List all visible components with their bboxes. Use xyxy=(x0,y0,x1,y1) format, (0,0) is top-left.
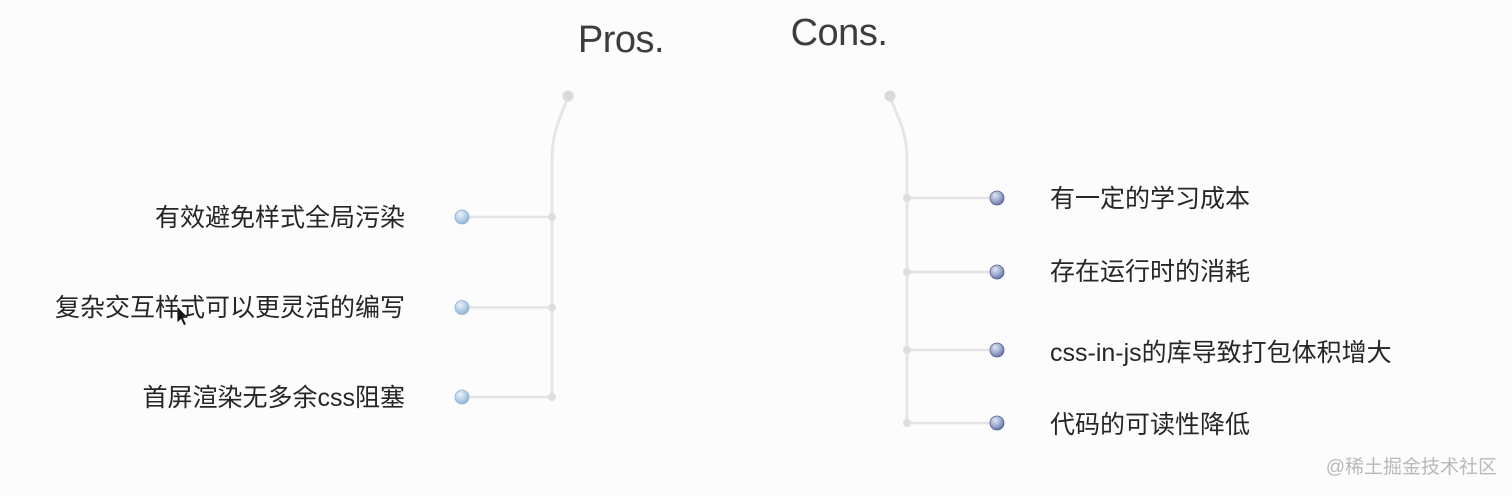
pros-stem-line xyxy=(550,95,570,399)
cons-node-dot-3 xyxy=(989,342,1005,358)
mouse-cursor-icon xyxy=(176,305,190,327)
cons-stem-line xyxy=(888,95,909,425)
pros-junction-dot-3 xyxy=(548,393,556,401)
cons-node-dot-1 xyxy=(989,190,1005,206)
watermark: @稀土掘金技术社区 xyxy=(1325,457,1497,478)
cons-title: Cons. xyxy=(790,12,888,54)
cons-item-1: 有一定的学习成本 xyxy=(1050,185,1251,213)
cons-junction-dot-3 xyxy=(903,346,911,354)
cons-junction-dot-4 xyxy=(903,419,911,427)
cons-junction-dot-2 xyxy=(903,268,911,276)
pros-node-dot-2 xyxy=(454,300,470,315)
cons-item-3: css-in-js的库导致打包体积增大 xyxy=(1050,339,1392,367)
pros-node-dot-3 xyxy=(454,389,470,405)
pros-item-3: 首屏渲染无多余css阻塞 xyxy=(142,384,405,412)
pros-node-dot-1 xyxy=(454,209,470,225)
pros-junction-dot-1 xyxy=(548,213,556,221)
pros-item-2: 复杂交互样式可以更灵活的编写 xyxy=(54,294,405,322)
cons-item-4: 代码的可读性降低 xyxy=(1050,411,1251,439)
pros-item-1: 有效避免样式全局污染 xyxy=(154,204,405,232)
pros-title: Pros. xyxy=(577,19,665,61)
cons-node-dot-4 xyxy=(989,415,1005,431)
cons-item-2: 存在运行时的消耗 xyxy=(1050,258,1251,286)
cons-anchor-dot xyxy=(884,90,896,102)
pros-anchor-dot xyxy=(562,90,574,102)
cons-junction-dot-1 xyxy=(903,194,911,202)
pros-junction-dot-2 xyxy=(548,303,556,312)
cons-node-dot-2 xyxy=(989,264,1005,280)
